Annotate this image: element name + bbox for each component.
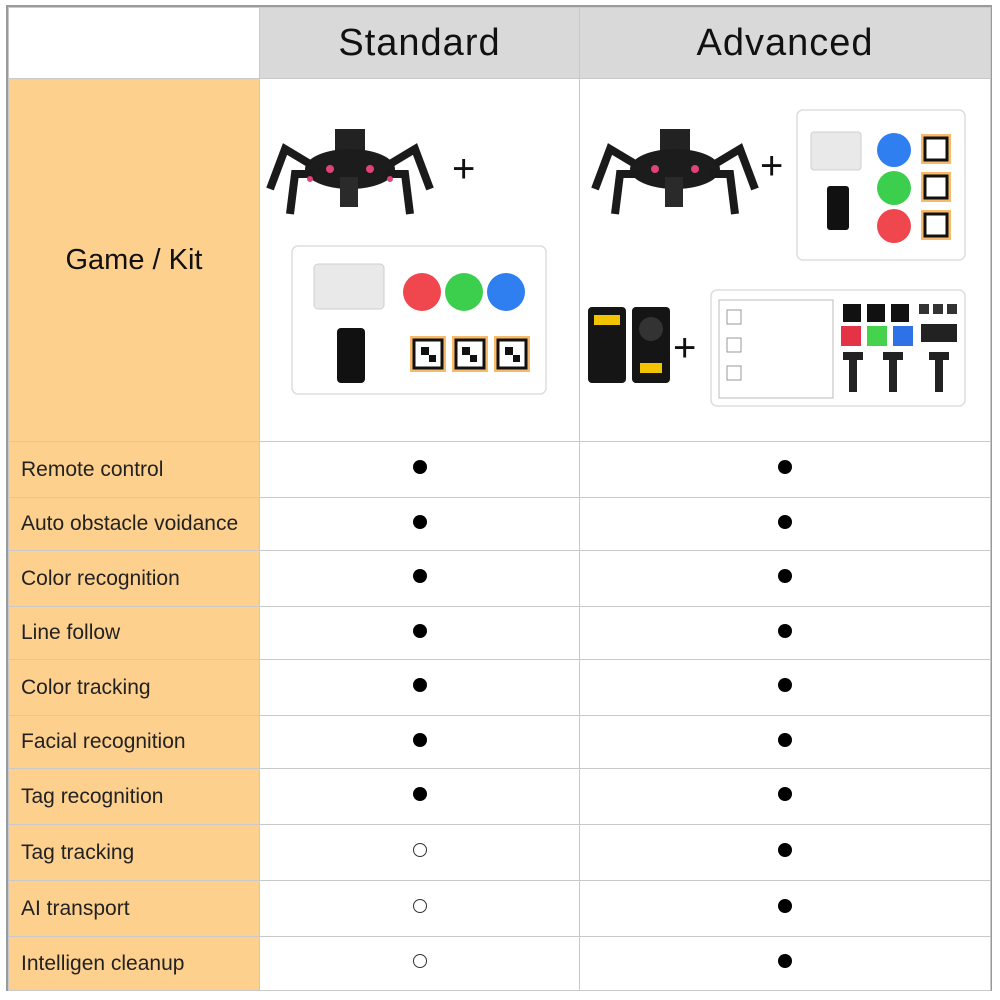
advanced-header: Advanced — [579, 7, 991, 79]
advanced-availability-cell — [579, 606, 991, 660]
filled-dot-icon — [412, 460, 427, 474]
apriltag-icon — [494, 336, 530, 372]
standard-availability-cell — [259, 497, 580, 551]
feature-label: Color tracking — [8, 659, 260, 716]
standard-availability-cell — [259, 880, 580, 937]
table-row: AI transport — [8, 880, 991, 937]
feature-label: Intelligen cleanup — [8, 936, 260, 991]
feature-label: Facial recognition — [8, 715, 260, 769]
standard-availability-cell — [259, 824, 580, 881]
feature-label: AI transport — [8, 880, 260, 937]
table-row: Intelligen cleanup — [8, 936, 991, 991]
table-row: Color tracking — [8, 659, 991, 716]
standard-availability-cell — [259, 441, 580, 498]
hexapod-robot-icon — [266, 129, 434, 215]
standard-header: Standard — [259, 7, 580, 79]
table-row: Color recognition — [8, 550, 991, 607]
standard-availability-cell — [259, 768, 580, 825]
table-row: Line follow — [8, 606, 991, 660]
plus-sign: + — [452, 147, 475, 191]
advanced-availability-cell — [579, 768, 991, 825]
standard-availability-cell — [259, 606, 580, 660]
table-row: Tag tracking — [8, 824, 991, 881]
accessory-card — [291, 245, 547, 395]
sensor-module-icon — [588, 307, 670, 383]
feature-label: Line follow — [8, 606, 260, 660]
header-row: Standard Advanced — [8, 7, 991, 79]
advanced-availability-cell — [579, 550, 991, 607]
feature-label: Tag recognition — [8, 768, 260, 825]
empty-circle-icon — [412, 899, 427, 913]
filled-dot-icon — [412, 732, 427, 747]
table-row: Facial recognition — [8, 715, 991, 769]
feature-label: Auto obstacle voidance — [8, 497, 260, 551]
table-row: Tag recognition — [8, 768, 991, 825]
filled-dot-icon — [778, 460, 792, 474]
standard-availability-cell — [259, 659, 580, 716]
empty-circle-icon — [412, 954, 427, 968]
apriltag-icon — [452, 336, 488, 372]
corner-cell — [8, 7, 260, 79]
kit-row: Game / Kit + — [8, 78, 991, 442]
filled-dot-icon — [778, 732, 792, 747]
table-row: Remote control — [8, 441, 991, 498]
filled-dot-icon — [778, 623, 792, 638]
filled-dot-icon — [412, 678, 427, 692]
filled-dot-icon — [412, 569, 427, 583]
filled-dot-icon — [412, 623, 427, 638]
standard-kit-image: + — [259, 78, 580, 442]
filled-dot-icon — [778, 843, 792, 857]
hexapod-robot-icon — [591, 129, 759, 215]
advanced-kit-illustration: + — [588, 109, 966, 407]
advanced-availability-cell — [579, 715, 991, 769]
advanced-availability-cell — [579, 824, 991, 881]
empty-circle-icon — [412, 843, 427, 857]
filled-dot-icon — [412, 514, 427, 529]
filled-dot-icon — [778, 954, 792, 968]
plus-sign: + — [760, 144, 783, 188]
comparison-table: Standard Advanced Game / Kit — [8, 7, 991, 991]
table-row: Auto obstacle voidance — [8, 497, 991, 551]
feature-label: Remote control — [8, 441, 260, 498]
feature-label: Tag tracking — [8, 824, 260, 881]
filled-dot-icon — [778, 514, 792, 529]
kit-label: Game / Kit — [8, 78, 260, 442]
filled-dot-icon — [412, 787, 427, 801]
accessory-card — [796, 109, 966, 261]
feature-label: Color recognition — [8, 550, 260, 607]
filled-dot-icon — [778, 899, 792, 913]
filled-dot-icon — [778, 787, 792, 801]
advanced-kit-image: + — [579, 78, 991, 442]
advanced-availability-cell — [579, 441, 991, 498]
map-card — [710, 289, 966, 407]
standard-availability-cell — [259, 936, 580, 991]
apriltag-icon — [410, 336, 446, 372]
filled-dot-icon — [778, 569, 792, 583]
standard-kit-illustration: + — [266, 129, 547, 395]
advanced-availability-cell — [579, 936, 991, 991]
advanced-availability-cell — [579, 659, 991, 716]
advanced-availability-cell — [579, 497, 991, 551]
filled-dot-icon — [778, 678, 792, 692]
plus-sign: + — [673, 326, 696, 370]
standard-availability-cell — [259, 550, 580, 607]
standard-availability-cell — [259, 715, 580, 769]
advanced-availability-cell — [579, 880, 991, 937]
